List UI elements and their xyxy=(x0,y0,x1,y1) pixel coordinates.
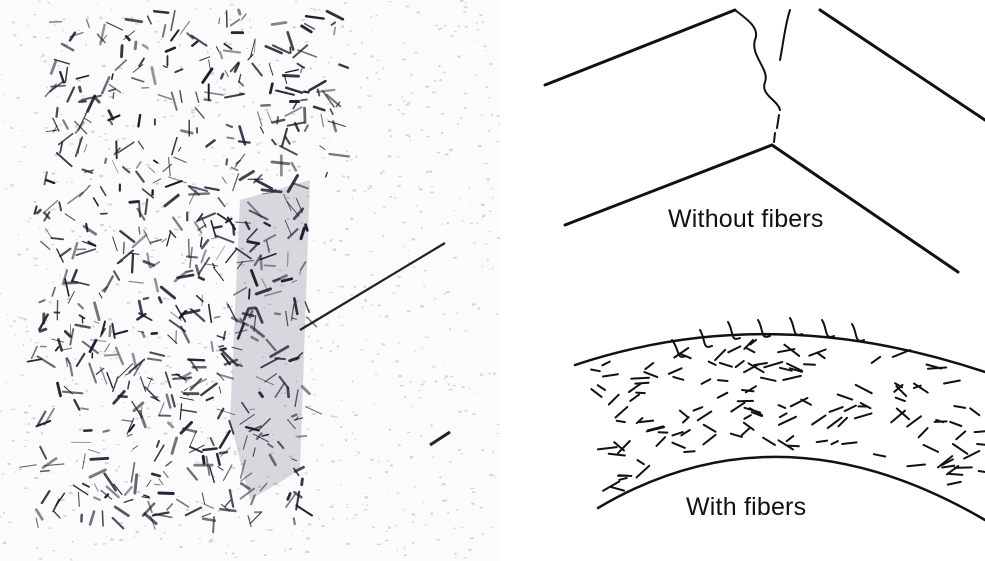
crack-line xyxy=(735,10,780,110)
label-without-fibers: Without fibers xyxy=(668,205,824,234)
crack-schematic xyxy=(520,0,985,561)
label-with-fibers: With fibers xyxy=(686,493,806,522)
beam-with-fibers xyxy=(575,318,985,520)
fiber-concrete-photo xyxy=(0,0,500,561)
